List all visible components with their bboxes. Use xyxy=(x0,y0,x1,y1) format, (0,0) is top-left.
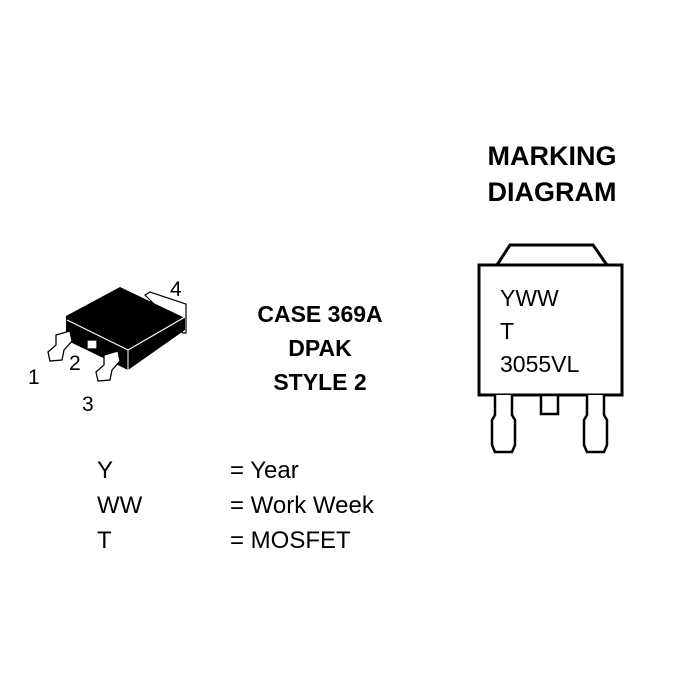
marking-line-t: T xyxy=(500,318,515,344)
marking-line-part: 3055VL xyxy=(500,351,580,377)
case-info: CASE 369A DPAK STYLE 2 xyxy=(230,297,410,399)
legend-meaning: = Year xyxy=(230,457,299,484)
package-style: STYLE 2 xyxy=(273,369,367,395)
marking-line-yww: YWW xyxy=(500,285,559,311)
pin-label-1: 1 xyxy=(28,366,40,389)
pin-label-2: 2 xyxy=(69,352,81,375)
title-line: MARKING xyxy=(487,141,617,171)
legend-symbol: T xyxy=(97,527,112,554)
pin-label-3: 3 xyxy=(82,393,94,416)
lead-pin-1 xyxy=(47,330,73,362)
title-line: DIAGRAM xyxy=(487,177,617,207)
package-type: DPAK xyxy=(288,335,352,361)
legend-meaning: = Work Week xyxy=(230,492,374,519)
pin-label-4: 4 xyxy=(170,278,182,301)
marking-diagram-title: MARKING DIAGRAM xyxy=(462,138,642,210)
legend-symbol: Y xyxy=(97,457,114,484)
legend-symbol: WW xyxy=(97,492,143,519)
lead-pin-3 xyxy=(95,350,121,382)
case-number: CASE 369A xyxy=(257,301,383,327)
lead-pin-2 xyxy=(86,339,98,350)
legend-meaning: = MOSFET xyxy=(230,527,351,554)
